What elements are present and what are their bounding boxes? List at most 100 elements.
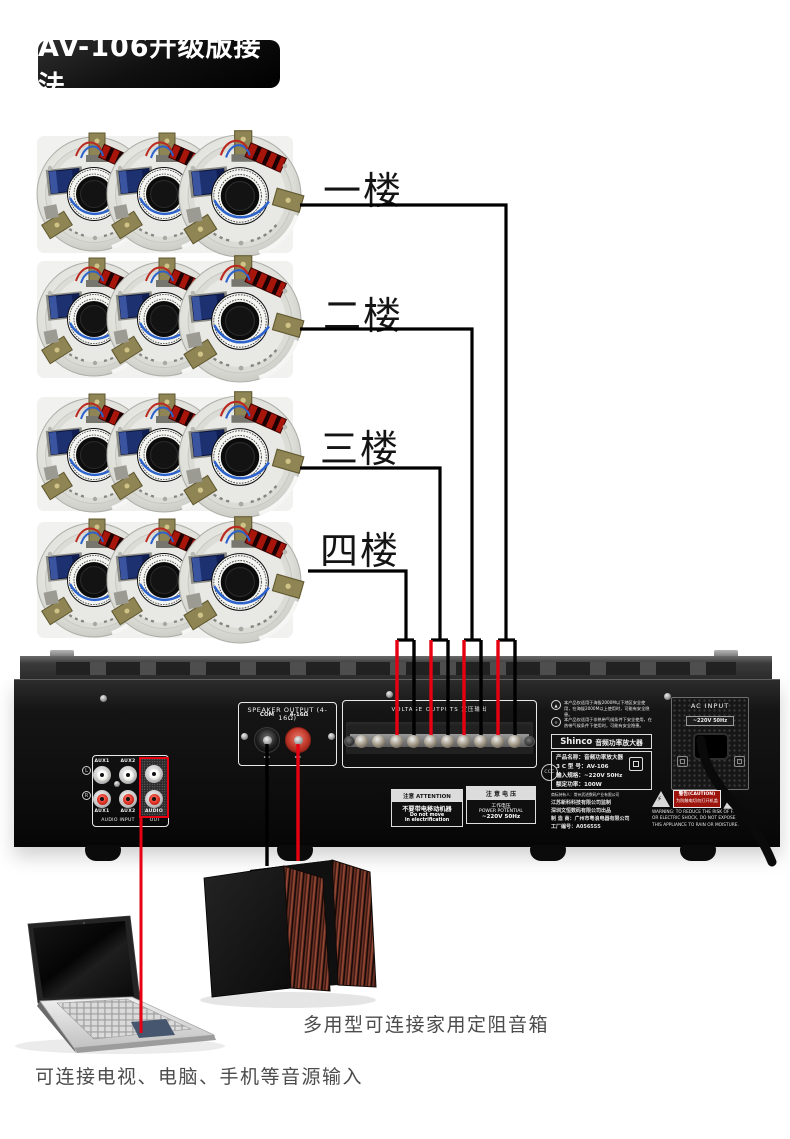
terminal-screw[interactable] bbox=[474, 735, 487, 748]
climate-warning-text: 本产品仅适用于非热带气候条件下安全使用，在热带气候条件下使用时，可能有安全隐患。 bbox=[564, 717, 652, 728]
laptop-side bbox=[37, 1001, 76, 1053]
company-line: 商标持有人：常州武进数码产业有限公司 bbox=[551, 792, 620, 797]
bookshelf-speakers bbox=[200, 859, 377, 1008]
voltage-outputs-title: VOLTAGE OUTPUTS 定压输出 bbox=[391, 707, 488, 713]
laptop-keyboard[interactable] bbox=[56, 998, 193, 1040]
warning-triangle-icon bbox=[723, 795, 739, 809]
audio-out-right-jack[interactable] bbox=[145, 790, 163, 808]
amp-foot bbox=[530, 845, 566, 861]
speaker-row-tile-3 bbox=[37, 397, 293, 511]
ac-input-title: AC INPUT bbox=[690, 702, 730, 710]
webcam-icon bbox=[83, 922, 85, 924]
aux1-label: AUX1 bbox=[94, 759, 110, 764]
aux2-right-jack[interactable] bbox=[119, 790, 137, 808]
product-input: 输入规格：~220V 50Hz bbox=[556, 773, 623, 780]
amp-foot bbox=[85, 845, 121, 861]
aux2-bottom-label: AUX2 bbox=[120, 809, 136, 814]
screw-icon bbox=[664, 693, 671, 700]
aux1-right-jack[interactable] bbox=[93, 790, 111, 808]
power-line2: POWER POTENTIAL bbox=[479, 809, 523, 814]
speaker-row-tile-4 bbox=[37, 522, 293, 638]
power-potential-label: 注 意 电 压 工作电压 POWER POTENTIAL ~220V 50Hz bbox=[466, 786, 536, 824]
brand-bar: Shinco 音频功率放大器 bbox=[551, 734, 652, 749]
screw-icon bbox=[344, 736, 355, 747]
power-title: 注 意 电 压 bbox=[467, 787, 535, 800]
ccc-mark: CCC bbox=[541, 764, 558, 781]
terminal-screw[interactable] bbox=[355, 735, 368, 748]
terminal-screw[interactable] bbox=[424, 735, 437, 748]
ohm-label: 4-16Ω bbox=[289, 712, 309, 718]
warning-line: WARNING: TO REDUCE THE RISK OF F. bbox=[652, 810, 734, 815]
audio-out-left-jack[interactable] bbox=[145, 765, 163, 783]
company-line: 江苏新科科技有限公司监制 bbox=[551, 799, 612, 806]
attention-label: 注意 ATTENTION 不要带电移动机器 Do not move in ele… bbox=[391, 789, 463, 827]
cert-square-icon bbox=[629, 757, 643, 771]
attention-line3: in electrification bbox=[404, 818, 450, 823]
screw-icon bbox=[241, 733, 248, 740]
product-info-box: 产品名称：音频功率放大器 3 C 型 号：AV-106 输入规格：~220V 5… bbox=[551, 751, 652, 790]
screw-icon bbox=[524, 736, 535, 747]
audio-input-label: AUDIO INPUT bbox=[101, 818, 135, 823]
floor-label-2: 二楼 bbox=[323, 294, 404, 338]
altitude-icon: ▲ bbox=[551, 700, 561, 710]
laptop-base bbox=[39, 996, 216, 1049]
laptop bbox=[15, 915, 225, 1054]
terminal-screw[interactable] bbox=[441, 735, 454, 748]
screw-icon bbox=[328, 733, 335, 740]
title-badge-text: AV-106升级版接法 bbox=[38, 32, 262, 102]
aux2-left-jack[interactable] bbox=[119, 766, 137, 784]
aux1-left-jack[interactable] bbox=[93, 766, 111, 784]
floor-label-4: 四楼 bbox=[320, 529, 401, 573]
ac-rating-label: ~220V 50Hz bbox=[686, 716, 734, 726]
amp-hinge-tab bbox=[50, 650, 74, 658]
laptop-shadow bbox=[15, 1038, 225, 1054]
title-badge: AV-106升级版接法 bbox=[38, 32, 280, 102]
company-line: 深圳文恒数码有限公司出品 bbox=[551, 807, 612, 814]
caution-title: 警告(CAUTION) bbox=[678, 792, 716, 797]
climate-warning-row: ☼ 本产品仅适用于非热带气候条件下安全使用，在热带气候条件下使用时，可能有安全隐… bbox=[551, 717, 652, 729]
ac-input-section: AC INPUT ~220V 50Hz bbox=[671, 697, 749, 790]
floor-label-3: 三楼 bbox=[320, 427, 401, 471]
binding-post-negative[interactable] bbox=[254, 727, 280, 753]
laptop-front-edge bbox=[74, 1035, 216, 1053]
warning-line: OR ELECTRIC SHOCK, DO NOT EXPOSE bbox=[652, 816, 736, 822]
terminal-screw[interactable] bbox=[508, 735, 521, 748]
audio-bottom-label: AUDIO bbox=[144, 809, 164, 814]
attention-line1: 不要带电移动机器 bbox=[402, 806, 452, 813]
amp-foot bbox=[277, 845, 313, 861]
fuse-icon bbox=[677, 756, 688, 767]
terminal-screw[interactable] bbox=[390, 735, 403, 748]
aux2-label: AUX2 bbox=[120, 759, 136, 764]
terminal-screw[interactable] bbox=[372, 735, 385, 748]
caution-box: 警告(CAUTION) 为防触电切勿打开机盖 bbox=[673, 790, 721, 808]
route-floor-2 bbox=[300, 327, 474, 640]
factory-number: 工厂编号：A056555 bbox=[551, 823, 601, 830]
laptop-lid bbox=[27, 915, 141, 1004]
binding-post-positive[interactable] bbox=[285, 727, 311, 753]
product-model: 3 C 型 号：AV-106 bbox=[556, 764, 609, 771]
laptop-touchpad[interactable] bbox=[131, 1019, 175, 1038]
bookshelf-speaker-right bbox=[250, 859, 377, 991]
climate-icon: ☼ bbox=[551, 717, 561, 727]
minus-label: − bbox=[263, 753, 271, 763]
speaker-row-tile-1 bbox=[37, 136, 293, 253]
terminal-screw[interactable] bbox=[457, 735, 470, 748]
speaker-row-tile-2 bbox=[37, 261, 293, 378]
ac-socket[interactable] bbox=[693, 733, 729, 760]
floor-label-1: 一楼 bbox=[323, 169, 404, 213]
terminal-screw[interactable] bbox=[407, 735, 420, 748]
screw-icon bbox=[114, 781, 120, 787]
power-line1: 工作电压 bbox=[491, 804, 511, 809]
com-label: COM bbox=[259, 712, 275, 718]
laptop-caption: 可连接电视、电脑、手机等音源输入 bbox=[35, 1066, 364, 1088]
speaker-output-section: SPEAKER OUTPUT (4-16Ω) bbox=[238, 702, 337, 766]
audio-out-highlight-box bbox=[139, 757, 169, 818]
plus-label: + bbox=[294, 753, 302, 763]
brand-suffix: 音频功率放大器 bbox=[595, 738, 643, 747]
fuse-icon bbox=[734, 756, 745, 767]
laptop-screen bbox=[33, 921, 134, 998]
attention-line2: Do not move bbox=[409, 813, 445, 818]
terminal-screw[interactable] bbox=[491, 735, 504, 748]
altitude-warning-text: 本产品仅适用于海拔2000M以下地区安全使用，在海拔2000M以上使用时，可能有… bbox=[564, 700, 650, 717]
